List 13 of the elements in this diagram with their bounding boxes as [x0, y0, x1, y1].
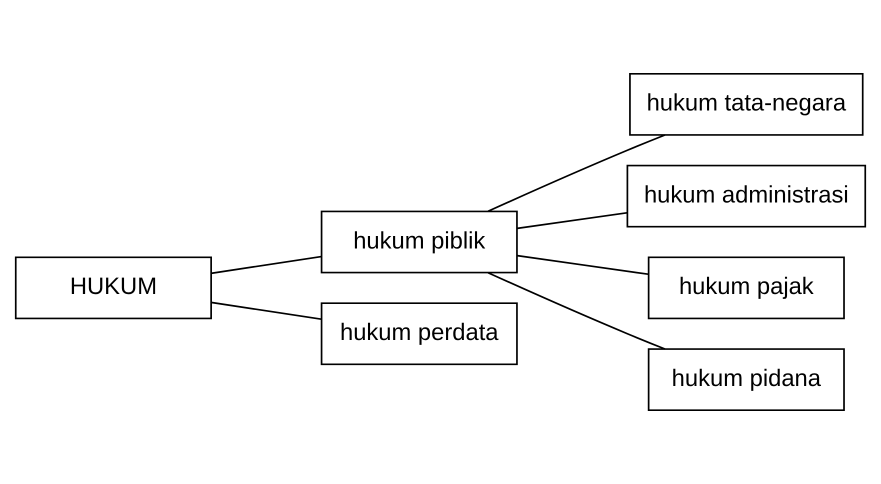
connector — [517, 254, 648, 276]
connector — [212, 256, 322, 274]
node-box: hukum pajak — [648, 256, 845, 320]
node-box: hukum perdata — [320, 302, 518, 366]
node-box: hukum administrasi — [626, 164, 866, 228]
connector — [517, 212, 628, 230]
connector — [488, 134, 666, 212]
node-box: HUKUM — [14, 256, 212, 320]
connector — [212, 302, 322, 320]
connector — [488, 272, 666, 350]
node-box: hukum tata-negara — [629, 72, 864, 136]
node-box: hukum pidana — [648, 348, 845, 412]
node-box: hukum piblik — [320, 210, 518, 274]
